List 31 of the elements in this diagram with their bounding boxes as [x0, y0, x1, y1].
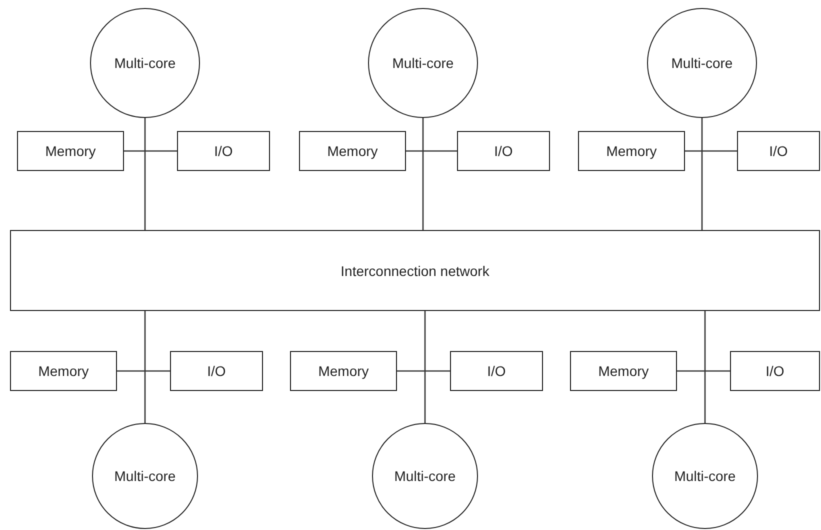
connector-line: [677, 370, 730, 372]
component-box: I/O: [737, 131, 820, 171]
connector-line: [704, 311, 706, 423]
component-box: Memory: [570, 351, 677, 391]
connector-line: [124, 150, 177, 152]
component-box: Memory: [10, 351, 117, 391]
component-box: I/O: [450, 351, 543, 391]
processor-circle: Multi-core: [90, 8, 200, 118]
processor-circle: Multi-core: [647, 8, 757, 118]
connector-line: [406, 150, 457, 152]
component-box: I/O: [177, 131, 270, 171]
component-box: Memory: [578, 131, 685, 171]
processor-circle: Multi-core: [368, 8, 478, 118]
connector-line: [144, 311, 146, 423]
component-box: Memory: [17, 131, 124, 171]
connector-line: [701, 118, 703, 230]
component-box: Memory: [290, 351, 397, 391]
network-box: Interconnection network: [10, 230, 820, 311]
connector-line: [424, 311, 426, 423]
connector-line: [397, 370, 450, 372]
component-box: I/O: [457, 131, 550, 171]
processor-circle: Multi-core: [652, 423, 758, 529]
connector-line: [117, 370, 170, 372]
component-box: I/O: [730, 351, 820, 391]
processor-circle: Multi-core: [372, 423, 478, 529]
component-box: Memory: [299, 131, 406, 171]
connector-line: [144, 118, 146, 230]
connector-line: [422, 118, 424, 230]
component-box: I/O: [170, 351, 263, 391]
connector-line: [685, 150, 737, 152]
processor-circle: Multi-core: [92, 423, 198, 529]
